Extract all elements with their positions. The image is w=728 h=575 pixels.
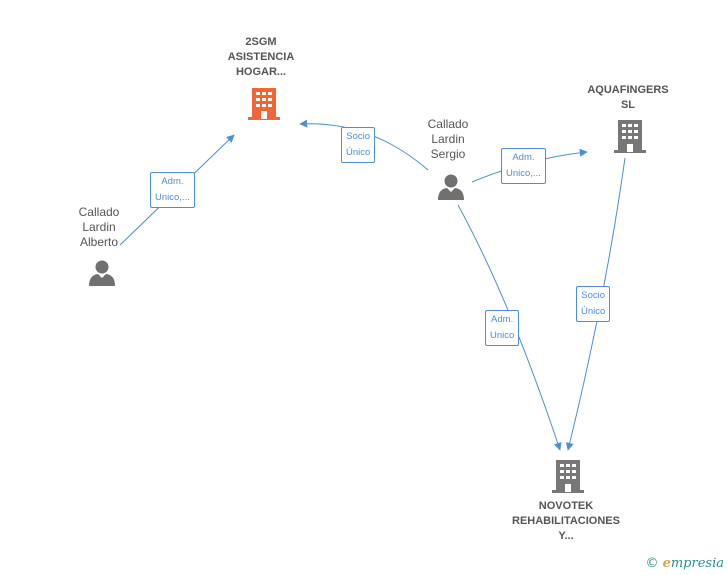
edge-label-sergio-asistencia: Socio Único — [341, 127, 376, 163]
brand-name: mpresia — [670, 556, 724, 571]
building-icon-asistencia[interactable] — [248, 86, 280, 121]
empresia-logo: © empresia — [645, 556, 724, 571]
copyright-symbol: © — [645, 556, 659, 571]
node-label-sergio[interactable]: Callado Lardin Sergio — [427, 117, 469, 161]
building-icon-novotek[interactable] — [552, 458, 584, 494]
edge-label-aquafingers-novotek: Socio Único — [576, 286, 611, 322]
building-icon-aquafingers[interactable] — [614, 118, 646, 154]
edge-label-sergio-novotek: Adm. Unico — [485, 310, 520, 346]
edge-label-sergio-aquafingers: Adm. Unico,... — [501, 148, 546, 184]
person-icon-sergio[interactable] — [436, 172, 466, 202]
person-icon-alberto[interactable] — [87, 258, 117, 288]
node-label-alberto[interactable]: Callado Lardin Alberto — [78, 205, 120, 249]
node-label-asistencia[interactable]: 2SGM ASISTENCIA HOGAR... — [227, 36, 295, 78]
edge-label-alberto-asistencia: Adm. Unico,... — [150, 172, 195, 208]
node-label-novotek[interactable]: NOVOTEK REHABILITACIONES Y... — [512, 500, 620, 542]
node-label-aquafingers[interactable]: AQUAFINGERS SL — [587, 84, 669, 111]
brand-e: e — [662, 556, 671, 571]
